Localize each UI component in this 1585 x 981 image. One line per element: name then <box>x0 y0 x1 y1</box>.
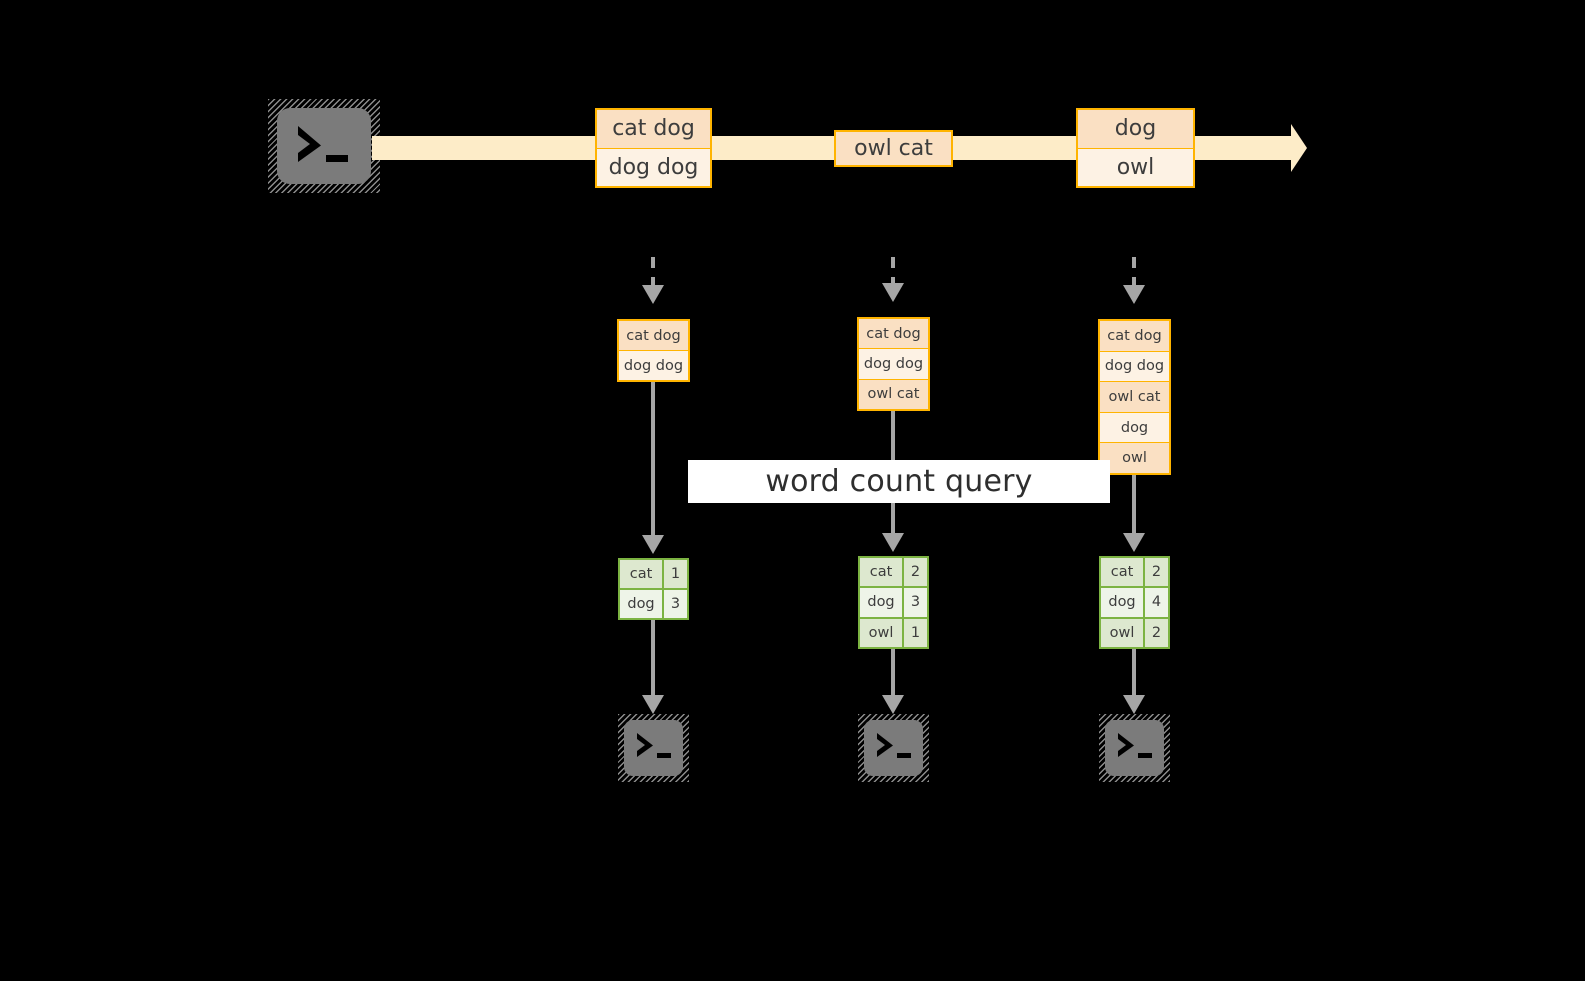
terminal-prompt-glyph <box>298 126 348 162</box>
snapshot-3-sink-terminal-icon[interactable] <box>1099 714 1170 782</box>
snapshot-2-result-table[interactable]: cat 2 dog 3 owl 1 <box>858 556 929 649</box>
snapshot-1-result-table[interactable]: cat 1 dog 3 <box>618 558 689 620</box>
result-word: cat <box>620 560 664 588</box>
table-row: dog 3 <box>860 588 927 619</box>
stream-group-3[interactable]: dog owl <box>1076 108 1195 188</box>
buffer-event: cat dog <box>619 321 688 351</box>
stream-event: owl cat <box>836 132 951 165</box>
snapshot-2-sink-arrowhead-icon <box>882 695 904 714</box>
stream-event: dog dog <box>597 148 710 186</box>
source-terminal-icon[interactable] <box>268 99 380 193</box>
result-word: cat <box>860 558 904 587</box>
snapshot-2-tap-arrowhead-icon <box>882 283 904 302</box>
buffer-event: owl cat <box>859 379 928 409</box>
snapshot-1-query-arrowhead-icon <box>642 535 664 554</box>
result-count: 2 <box>1145 558 1168 587</box>
result-count: 3 <box>904 588 927 617</box>
result-word: cat <box>1101 558 1145 587</box>
result-word: dog <box>1101 588 1145 617</box>
stream-arrowhead-icon <box>1291 124 1307 172</box>
terminal-screen <box>277 108 371 184</box>
snapshot-3-sink-arrowhead-icon <box>1123 695 1145 714</box>
snapshot-2-query-arrowhead-icon <box>882 533 904 552</box>
buffer-event: dog <box>1100 412 1169 444</box>
snapshot-3-tap-arrowhead-icon <box>1123 285 1145 304</box>
snapshot-3-sink-line <box>1132 649 1136 698</box>
result-count: 2 <box>1145 618 1168 647</box>
query-banner: word count query <box>688 460 1110 503</box>
result-count: 1 <box>664 560 687 588</box>
snapshot-2-sink-line <box>891 649 895 698</box>
stream-group-1[interactable]: cat dog dog dog <box>595 108 712 188</box>
query-banner-label: word count query <box>765 464 1033 499</box>
result-count: 2 <box>904 558 927 587</box>
buffer-event: owl cat <box>1100 382 1169 413</box>
result-count: 3 <box>664 590 687 618</box>
result-word: dog <box>620 590 664 618</box>
snapshot-3-input-buffer[interactable]: cat dog dog dog owl cat dog owl <box>1098 319 1171 475</box>
terminal-screen <box>624 720 683 776</box>
snapshot-1-sink-terminal-icon[interactable] <box>618 714 689 782</box>
table-row: dog 3 <box>620 590 687 618</box>
snapshot-3-result-table[interactable]: cat 2 dog 4 owl 2 <box>1099 556 1170 649</box>
snapshot-1-tap-arrowhead-icon <box>642 285 664 304</box>
snapshot-2-input-buffer[interactable]: cat dog dog dog owl cat <box>857 317 930 411</box>
snapshot-2-sink-terminal-icon[interactable] <box>858 714 929 782</box>
snapshot-3-query-line <box>1132 475 1136 536</box>
table-row: cat 1 <box>620 560 687 590</box>
terminal-prompt-glyph <box>1118 733 1152 758</box>
result-count: 1 <box>904 618 927 647</box>
snapshot-3-tap-line <box>1132 257 1136 287</box>
snapshot-2-tap-line <box>891 257 895 285</box>
stream-event: dog <box>1078 110 1193 149</box>
table-row: cat 2 <box>860 558 927 589</box>
snapshot-1-query-line <box>651 382 655 538</box>
buffer-event: cat dog <box>1100 321 1169 352</box>
buffer-event: owl <box>1100 443 1169 473</box>
stream-event: owl <box>1078 148 1193 186</box>
terminal-screen <box>864 720 923 776</box>
result-word: owl <box>860 618 904 647</box>
table-row: dog 4 <box>1101 588 1168 619</box>
buffer-event: dog dog <box>1100 351 1169 383</box>
stream-group-2[interactable]: owl cat <box>834 130 953 167</box>
terminal-screen <box>1105 720 1164 776</box>
snapshot-3-query-arrowhead-icon <box>1123 533 1145 552</box>
snapshot-1-input-buffer[interactable]: cat dog dog dog <box>617 319 690 382</box>
stream-event: cat dog <box>597 110 710 149</box>
buffer-event: cat dog <box>859 319 928 350</box>
result-count: 4 <box>1145 588 1168 617</box>
snapshot-1-sink-line <box>651 620 655 698</box>
table-row: cat 2 <box>1101 558 1168 589</box>
buffer-event: dog dog <box>619 351 688 380</box>
result-word: owl <box>1101 618 1145 647</box>
terminal-prompt-glyph <box>877 733 911 758</box>
buffer-event: dog dog <box>859 349 928 380</box>
result-word: dog <box>860 588 904 617</box>
table-row: owl 2 <box>1101 618 1168 647</box>
snapshot-1-sink-arrowhead-icon <box>642 695 664 714</box>
terminal-prompt-glyph <box>637 733 671 758</box>
snapshot-1-tap-line <box>651 257 655 287</box>
table-row: owl 1 <box>860 618 927 647</box>
